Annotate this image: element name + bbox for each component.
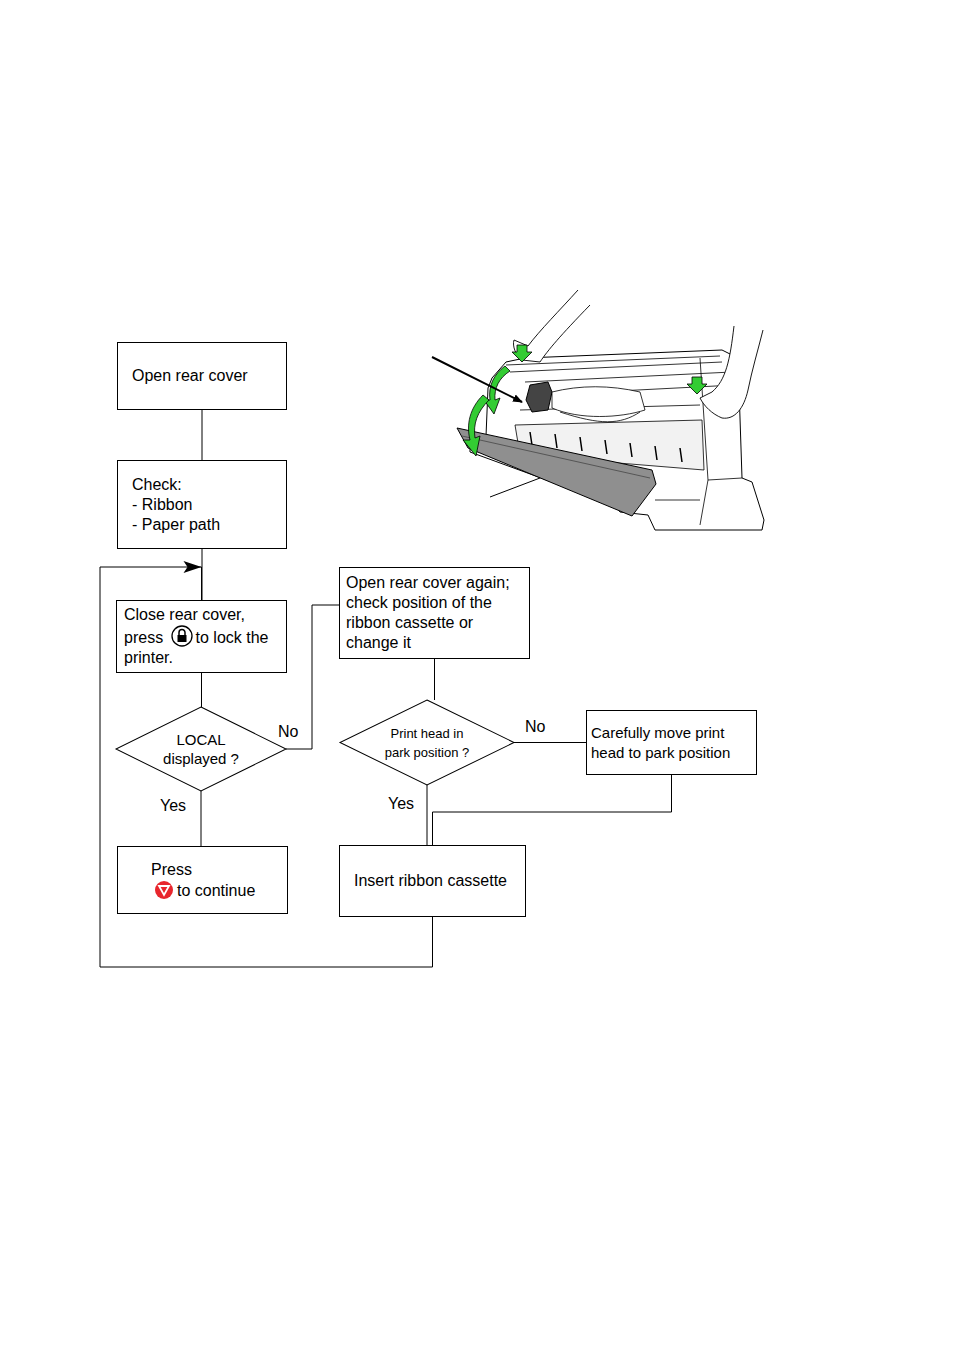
connector-line bbox=[201, 791, 202, 846]
connector-line bbox=[201, 673, 202, 707]
connector bbox=[433, 775, 672, 845]
print-head bbox=[526, 382, 552, 412]
rear-cover bbox=[457, 428, 656, 516]
connector-line bbox=[427, 785, 428, 845]
process-box: Close rear cover, press to lock the prin… bbox=[116, 600, 287, 673]
node-text: Insert ribbon cassette bbox=[354, 871, 519, 891]
process-box: Check:- Ribbon- Paper path bbox=[117, 460, 287, 549]
right-hand bbox=[700, 326, 763, 418]
green-arrow bbox=[512, 345, 532, 362]
connector-line bbox=[202, 410, 203, 460]
pointer-arrow bbox=[432, 357, 522, 402]
text-line: Close rear cover, press to lock the prin… bbox=[124, 605, 280, 668]
edge-label: Yes bbox=[158, 797, 188, 815]
node-text: LOCAL displayed ? bbox=[156, 730, 246, 768]
leader-line bbox=[490, 478, 540, 497]
process-box: Open rear cover bbox=[117, 342, 287, 410]
node-text: - Ribbon bbox=[132, 495, 280, 515]
space bbox=[163, 629, 167, 646]
node-text: Press bbox=[151, 861, 192, 878]
connector bbox=[514, 742, 586, 743]
edge-label: No bbox=[276, 723, 300, 741]
lock-key-icon bbox=[171, 625, 193, 647]
node-text: to continue bbox=[177, 882, 255, 899]
edge-label: Yes bbox=[386, 795, 416, 813]
connector bbox=[201, 673, 202, 707]
connector-line bbox=[434, 659, 435, 700]
connector-line bbox=[433, 775, 672, 845]
decision-diamond: LOCAL displayed ? bbox=[116, 707, 286, 791]
process-box: Press to continue bbox=[117, 846, 288, 914]
connector bbox=[427, 785, 428, 845]
text-line: Press to continue bbox=[151, 860, 281, 901]
edge-label: No bbox=[523, 718, 547, 736]
rear-cover-edge bbox=[462, 436, 650, 478]
connector bbox=[201, 791, 202, 846]
decision-diamond: Print head in park position ? bbox=[340, 700, 514, 785]
connector bbox=[202, 410, 203, 460]
diamond-outline bbox=[340, 700, 514, 785]
node-text: Carefully move print head to park positi… bbox=[591, 723, 754, 763]
process-box: Insert ribbon cassette bbox=[339, 845, 526, 917]
node-text: Open rear cover bbox=[132, 366, 280, 386]
ribbon-cassette-lower bbox=[560, 412, 640, 422]
arrowhead bbox=[184, 561, 202, 573]
node-text: Check: bbox=[132, 475, 280, 495]
green-curved-arrow bbox=[463, 395, 489, 456]
connector-line bbox=[514, 742, 586, 743]
connector bbox=[434, 659, 435, 700]
node-text: Open rear cover again; check position of… bbox=[346, 573, 525, 653]
down-key-icon bbox=[154, 880, 174, 900]
diamond-outline bbox=[116, 707, 286, 791]
process-box: Open rear cover again; check position of… bbox=[339, 567, 530, 659]
green-arrow bbox=[687, 377, 707, 394]
node-text: Print head in park position ? bbox=[382, 724, 472, 762]
ribbon-cassette bbox=[552, 387, 645, 417]
node-text: - Paper path bbox=[132, 515, 280, 535]
process-box: Carefully move print head to park positi… bbox=[586, 710, 757, 775]
